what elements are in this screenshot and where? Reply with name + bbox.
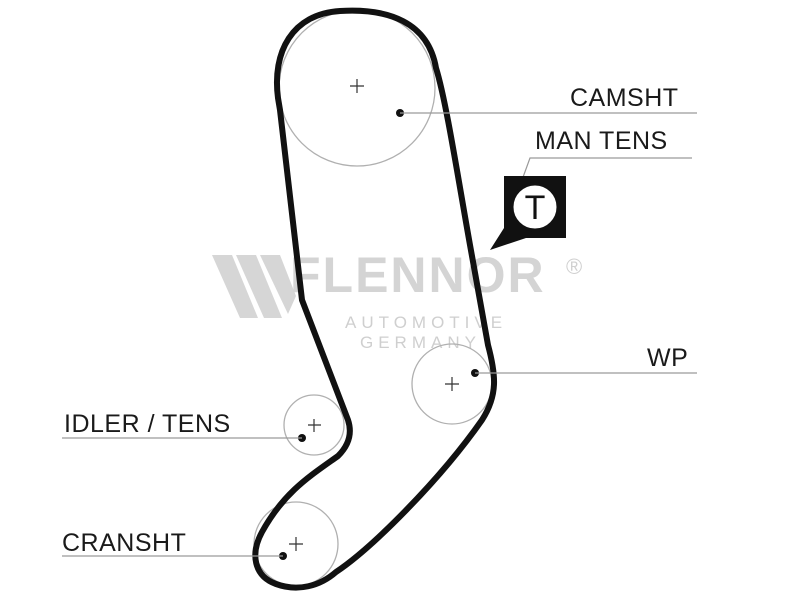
pulley-centers: [289, 79, 459, 551]
label-idler-tensioner: IDLER / TENS: [64, 410, 231, 438]
camshaft-center-mark: [350, 79, 364, 93]
tensioner-marker-letter: T: [525, 189, 546, 227]
idler-tensioner-pulley: [283, 394, 345, 456]
watermark-line1: AUTOMOTIVE: [345, 313, 507, 332]
leader-lines: [62, 112, 697, 557]
tensioner-marker: T: [490, 176, 566, 250]
watermark-line2: GERMANY: [360, 333, 481, 352]
crankshaft-center-mark: [289, 537, 303, 551]
label-manual-tensioner: MAN TENS: [535, 127, 668, 155]
label-water-pump: WP: [647, 344, 688, 372]
watermark-logo-icon: [212, 255, 296, 318]
water-pump-center-mark: [445, 377, 459, 391]
watermark-registered-mark: ®: [566, 254, 582, 279]
idler-center-mark: [308, 419, 321, 432]
watermark: FLENNOR ® AUTOMOTIVE GERMANY: [212, 247, 582, 352]
timing-belt: [252, 7, 498, 591]
label-crankshaft: CRANSHT: [62, 529, 186, 557]
man-tens-leader: [521, 157, 692, 181]
watermark-brand: FLENNOR: [290, 247, 546, 303]
label-camshaft: CAMSHT: [570, 84, 679, 112]
tensioner-marker-circle: [510, 182, 560, 232]
